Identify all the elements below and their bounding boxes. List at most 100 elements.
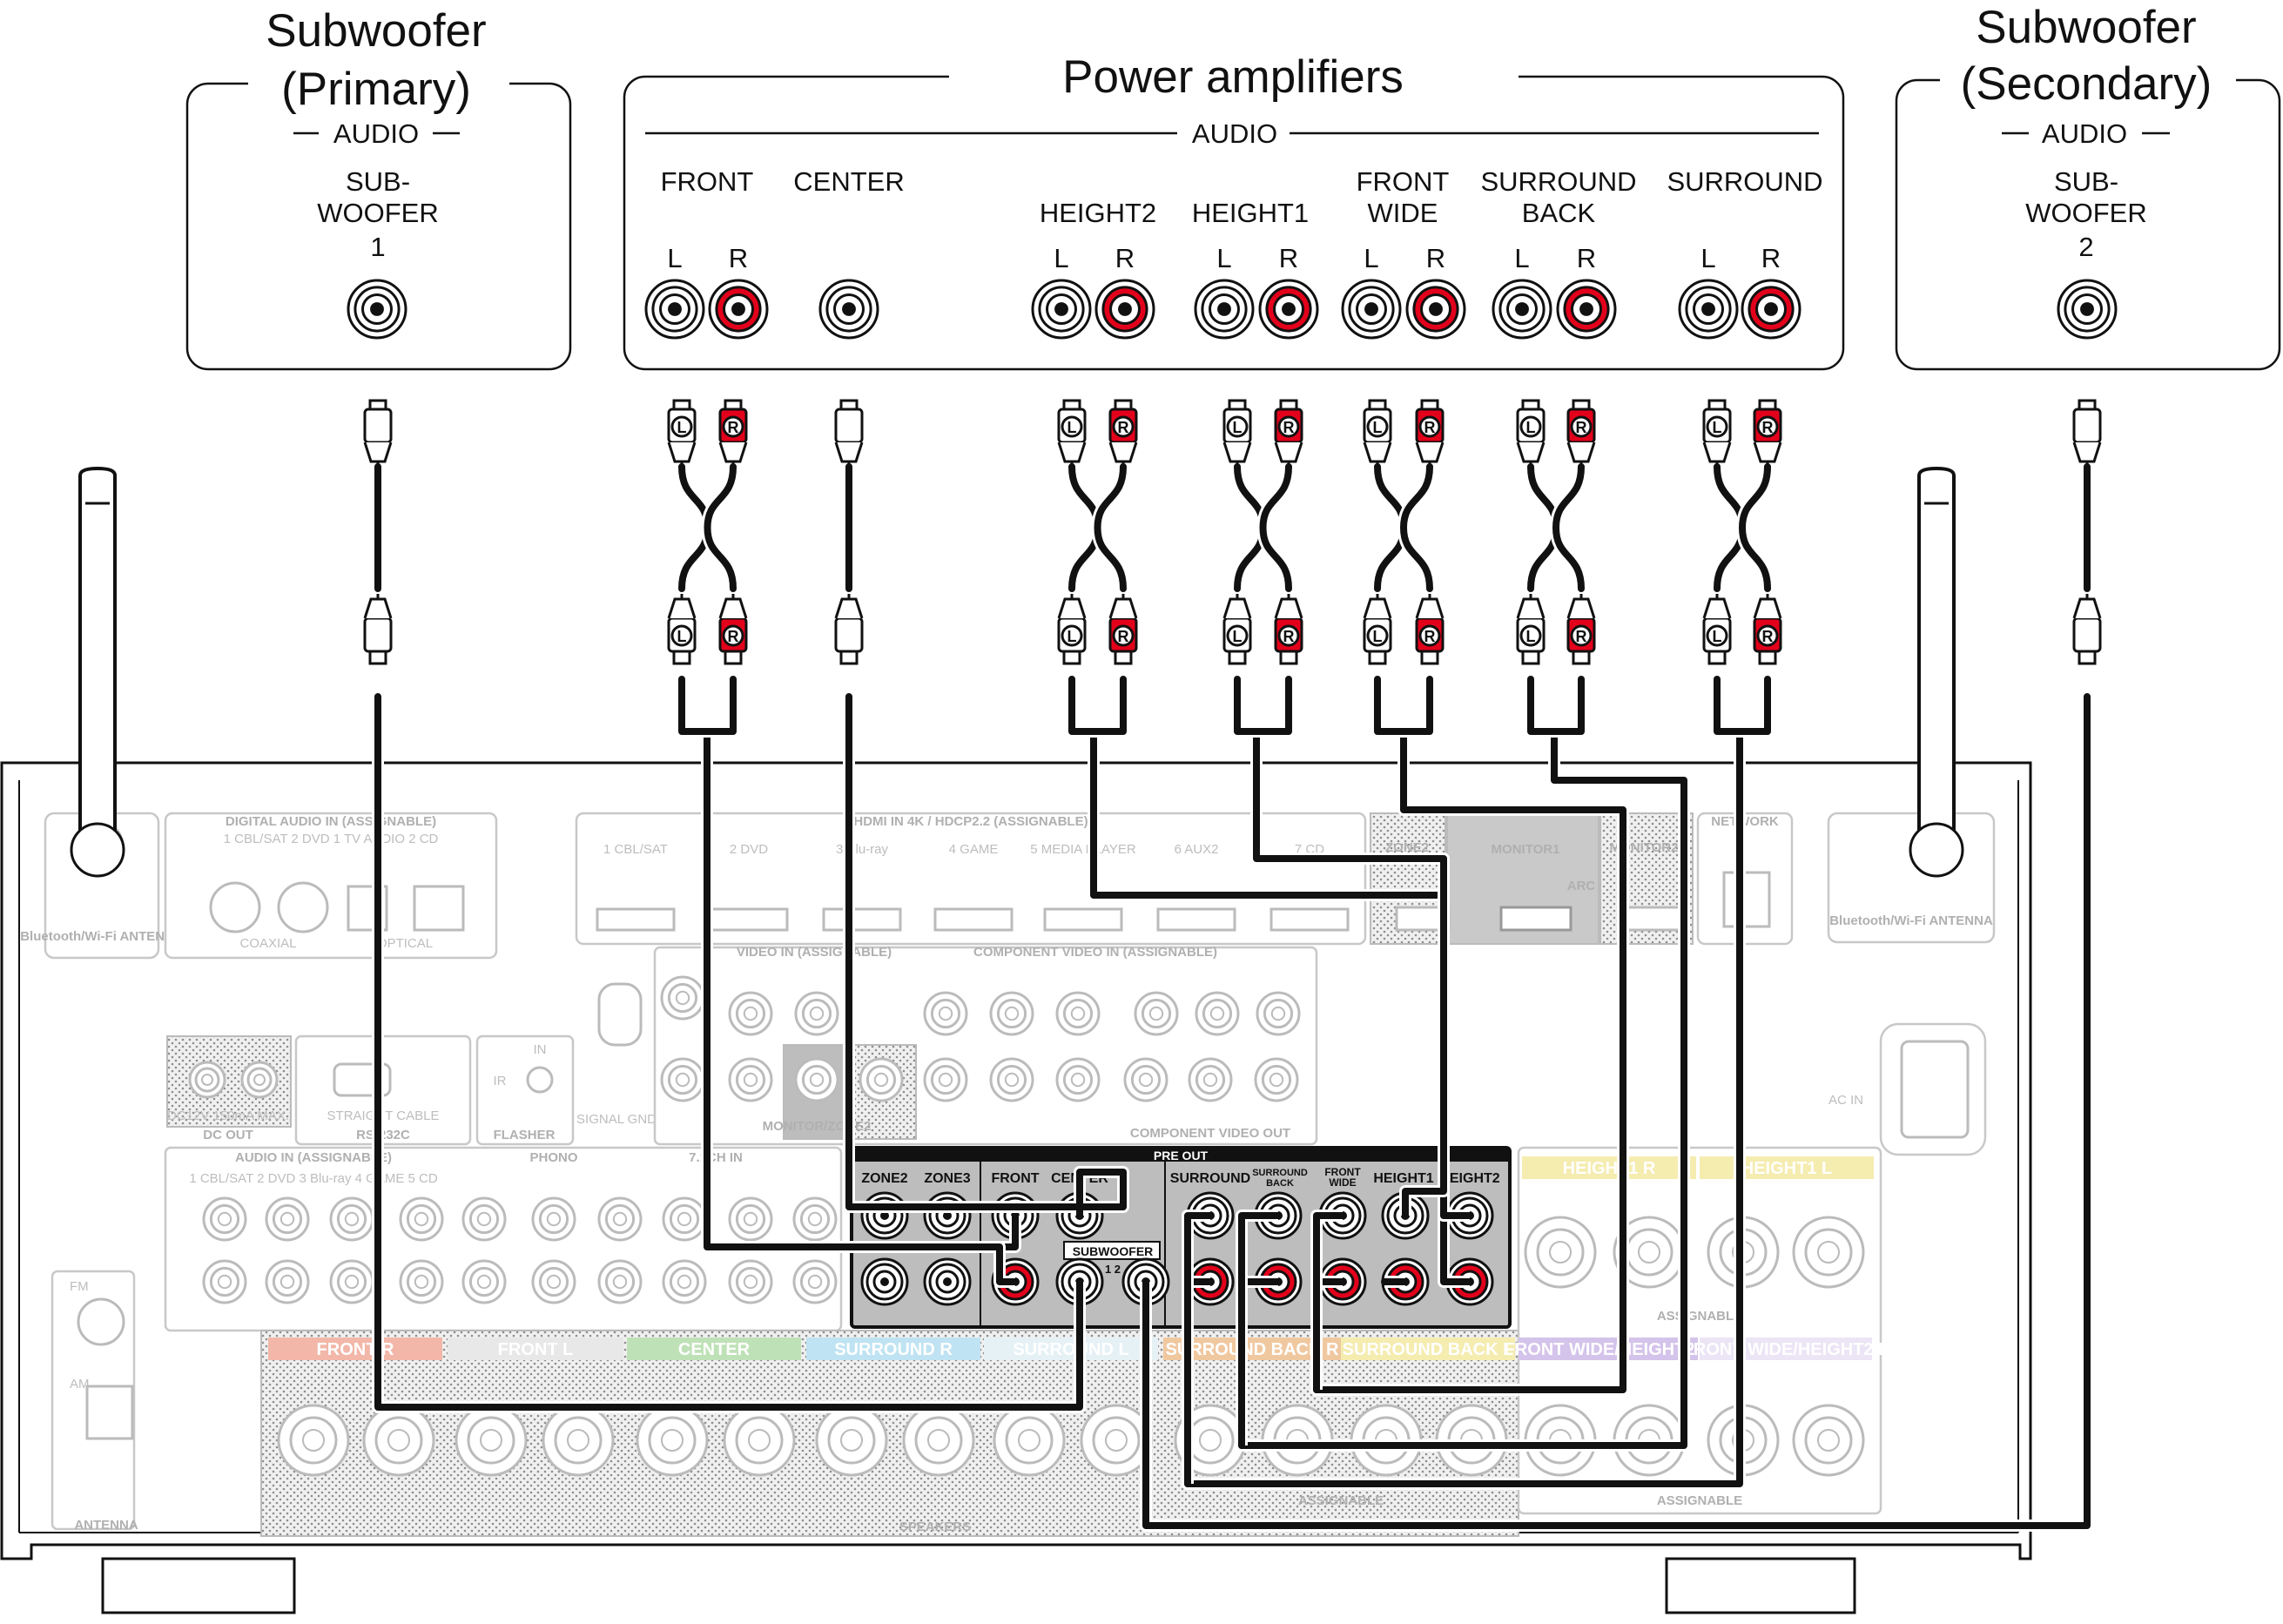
svg-text:L: L [1067,419,1077,436]
amp-label-surround: SURROUND [1667,166,1822,197]
cable-height2-r [1094,463,1127,592]
cable-subwoofer-1 [374,693,1083,1411]
svg-text:COMPONENT VIDEO OUT: COMPONENT VIDEO OUT [1130,1126,1290,1141]
svg-text:L: L [677,628,687,645]
cable-surround-back-join [1527,676,1585,735]
cable-subwoofer-1-plugs-top [363,399,393,468]
cable-front-wide-bottom-l: L [1363,594,1392,665]
video-jack [923,991,968,1036]
svg-text:L: L [677,419,687,436]
cable-surround-join-outline [1711,679,1774,738]
hdmi-in-label: 6 AUX2 [1175,842,1219,857]
speaker-group-label: FRONT WIDE/HEIGHT2 R [1505,1340,1713,1359]
amp-jack-front-wide-l [1341,279,1402,340]
preout-zone3-l [923,1191,972,1240]
svg-text:L: L [1067,628,1077,645]
svg-text:ARC: ARC [1567,879,1596,893]
cable-height2-top-l: L [1057,399,1087,468]
cable-front-wide-join [1374,676,1433,735]
amp-jack-height2-l [1031,279,1092,340]
video-jack [1134,991,1179,1036]
audio-in-jack [265,1196,310,1242]
svg-text:ASSIGNABLE: ASSIGNABLE [1657,1493,1742,1508]
cable-front-wide-top-r: R [1415,399,1445,468]
cable-height1-r [1259,463,1292,592]
svg-text:L: L [1713,419,1722,436]
dc-out-jack [188,1061,226,1099]
speaker-terminal [993,1404,1066,1477]
svg-text:AUDIO: AUDIO [2042,118,2127,149]
svg-text:FLASHER: FLASHER [494,1128,556,1142]
cable-subwoofer-1-plugs-bottom [363,594,393,665]
amp-label-surround-back-1: SURROUND [1480,166,1636,197]
cable-height1-bottom-r: R [1274,594,1303,665]
svg-text:WIDE: WIDE [1329,1176,1356,1189]
audio-in-jack [399,1259,444,1304]
speaker-group-label: SURROUND BACK L [1343,1340,1514,1359]
lr-label-front-wide-r: R [1426,243,1445,273]
svg-text:AM: AM [70,1377,90,1392]
svg-text:R: R [1118,419,1129,436]
sub2-label-2: WOOFER [2025,198,2147,228]
speaker-terminal [723,1404,796,1477]
hdmi-in-port [596,907,676,932]
video-jack [660,1057,705,1102]
lr-label-surround-back-r: R [1577,243,1596,273]
lr-label-front-l: L [667,243,682,273]
antenna-right [1909,466,1964,878]
lr-label-height1-l: L [1216,243,1231,273]
svg-text:7.1CH IN: 7.1CH IN [689,1150,743,1165]
svg-text:R: R [1576,419,1587,436]
speaker-group-band [1519,1338,1698,1360]
sub1-label-1: SUB- [346,166,410,197]
power-amplifiers-title: Power amplifiers [1062,51,1404,103]
amp-label-center: CENTER [793,166,904,197]
cable-surround-r [1739,463,1771,592]
speaker-group-label: CENTER [678,1340,751,1359]
amp-label-front: FRONT [661,166,754,197]
svg-text:L: L [1526,419,1536,436]
lr-label-front-wide-l: L [1364,243,1378,273]
svg-text:L: L [1373,419,1383,436]
cable-height2-join [1068,676,1127,735]
sub2-jack [2057,279,2118,340]
cable-surround-back-bottom-l: L [1516,594,1546,665]
height-group-label: HEIGHT1 L [1741,1159,1832,1178]
speaker-terminal [815,1404,888,1477]
preout-surround-l [1186,1191,1235,1240]
hdmi-in-port [1269,907,1350,932]
cable-height2-bottom-r: R [1108,594,1138,665]
hdmi-in-port [933,907,1014,932]
amp-jack-center [818,279,879,340]
audio-in-jack [662,1196,707,1242]
svg-text:SURROUND: SURROUND [1170,1171,1250,1186]
lr-label-surround-back-l: L [1514,243,1529,273]
svg-text:IN: IN [534,1042,547,1057]
audio-in-jack [265,1259,310,1304]
cable-center-plugs-top [834,399,864,468]
cable-surround-back-l [1238,1212,1282,1449]
sub-secondary-title-2: (Secondary) [1961,58,2212,110]
cable-center [845,693,1127,1219]
cable-height2-top-r: R [1108,399,1138,468]
dc-out-jack [240,1061,279,1099]
video-jack [728,991,773,1036]
cable-front-wide-top-l: L [1363,399,1392,468]
subwoofer-label: SUBWOOFER [1073,1244,1154,1258]
receiver: Bluetooth/Wi-Fi ANTENNA Bluetooth/Wi-Fi … [0,761,2032,1614]
cable-height1 [1253,728,1447,1219]
cable-surround-top-r: R [1753,399,1782,468]
sub2-label-3: 2 [2078,232,2093,262]
svg-text:FRONT: FRONT [1324,1166,1361,1178]
svg-text:1 CBL/SAT 2 DVD 3 Blu-ray 4: 1 CBL/SAT 2 DVD 3 Blu-ray 4 GAME 5 CD [189,1171,438,1186]
svg-text:FM: FM [70,1279,89,1294]
video-jack [1055,991,1101,1036]
svg-text:AUDIO: AUDIO [1192,118,1277,149]
cable-front-join-outline [676,679,739,738]
svg-text:R: R [1424,628,1436,645]
svg-text:L: L [1233,419,1243,436]
svg-text:HDMI IN 4K / HDCP2.2 (ASSIGN: HDMI IN 4K / HDCP2.2 (ASSIGNABLE) [853,814,1088,829]
svg-text:R: R [1283,628,1295,645]
amp-label-front-wide-1: FRONT [1357,166,1450,197]
amp-jack-surround-r [1741,279,1801,340]
